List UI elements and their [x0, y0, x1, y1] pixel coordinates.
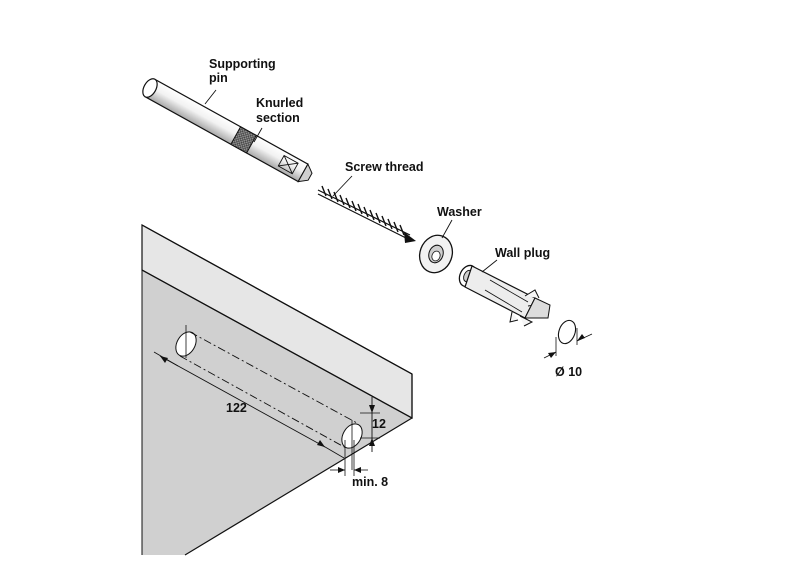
label-supporting-pin-1: Supporting: [209, 57, 276, 71]
label-supporting-pin-2: pin: [209, 71, 228, 85]
callout-leaders: [204, 89, 498, 273]
screw-thread: [317, 185, 416, 243]
drill-holes: [175, 325, 363, 470]
dimension-length-label: 122: [226, 401, 247, 415]
shelf-board: [141, 223, 413, 556]
hole-diameter: Ø 10: [543, 319, 593, 379]
dimension-length: 122: [153, 351, 345, 459]
diameter-label: Ø 10: [555, 365, 582, 379]
dimension-height: 12: [360, 397, 386, 452]
label-washer: Washer: [437, 205, 482, 219]
label-wall-plug: Wall plug: [495, 246, 550, 260]
dimension-min-depth-label: min. 8: [352, 475, 388, 489]
pin-end-cap: [142, 78, 158, 98]
washer: [418, 234, 454, 274]
callout-labels: Supporting pin Knurled section Screw thr…: [209, 57, 550, 260]
dimension-min-depth: min. 8: [330, 440, 388, 489]
label-knurled-1: Knurled: [256, 96, 303, 110]
dimension-height-label: 12: [372, 417, 386, 431]
supporting-pin: [142, 78, 313, 183]
label-screw-thread: Screw thread: [345, 160, 424, 174]
label-knurled-2: section: [256, 111, 300, 125]
wall-plug: [458, 264, 551, 327]
knurled-section: [230, 126, 257, 154]
